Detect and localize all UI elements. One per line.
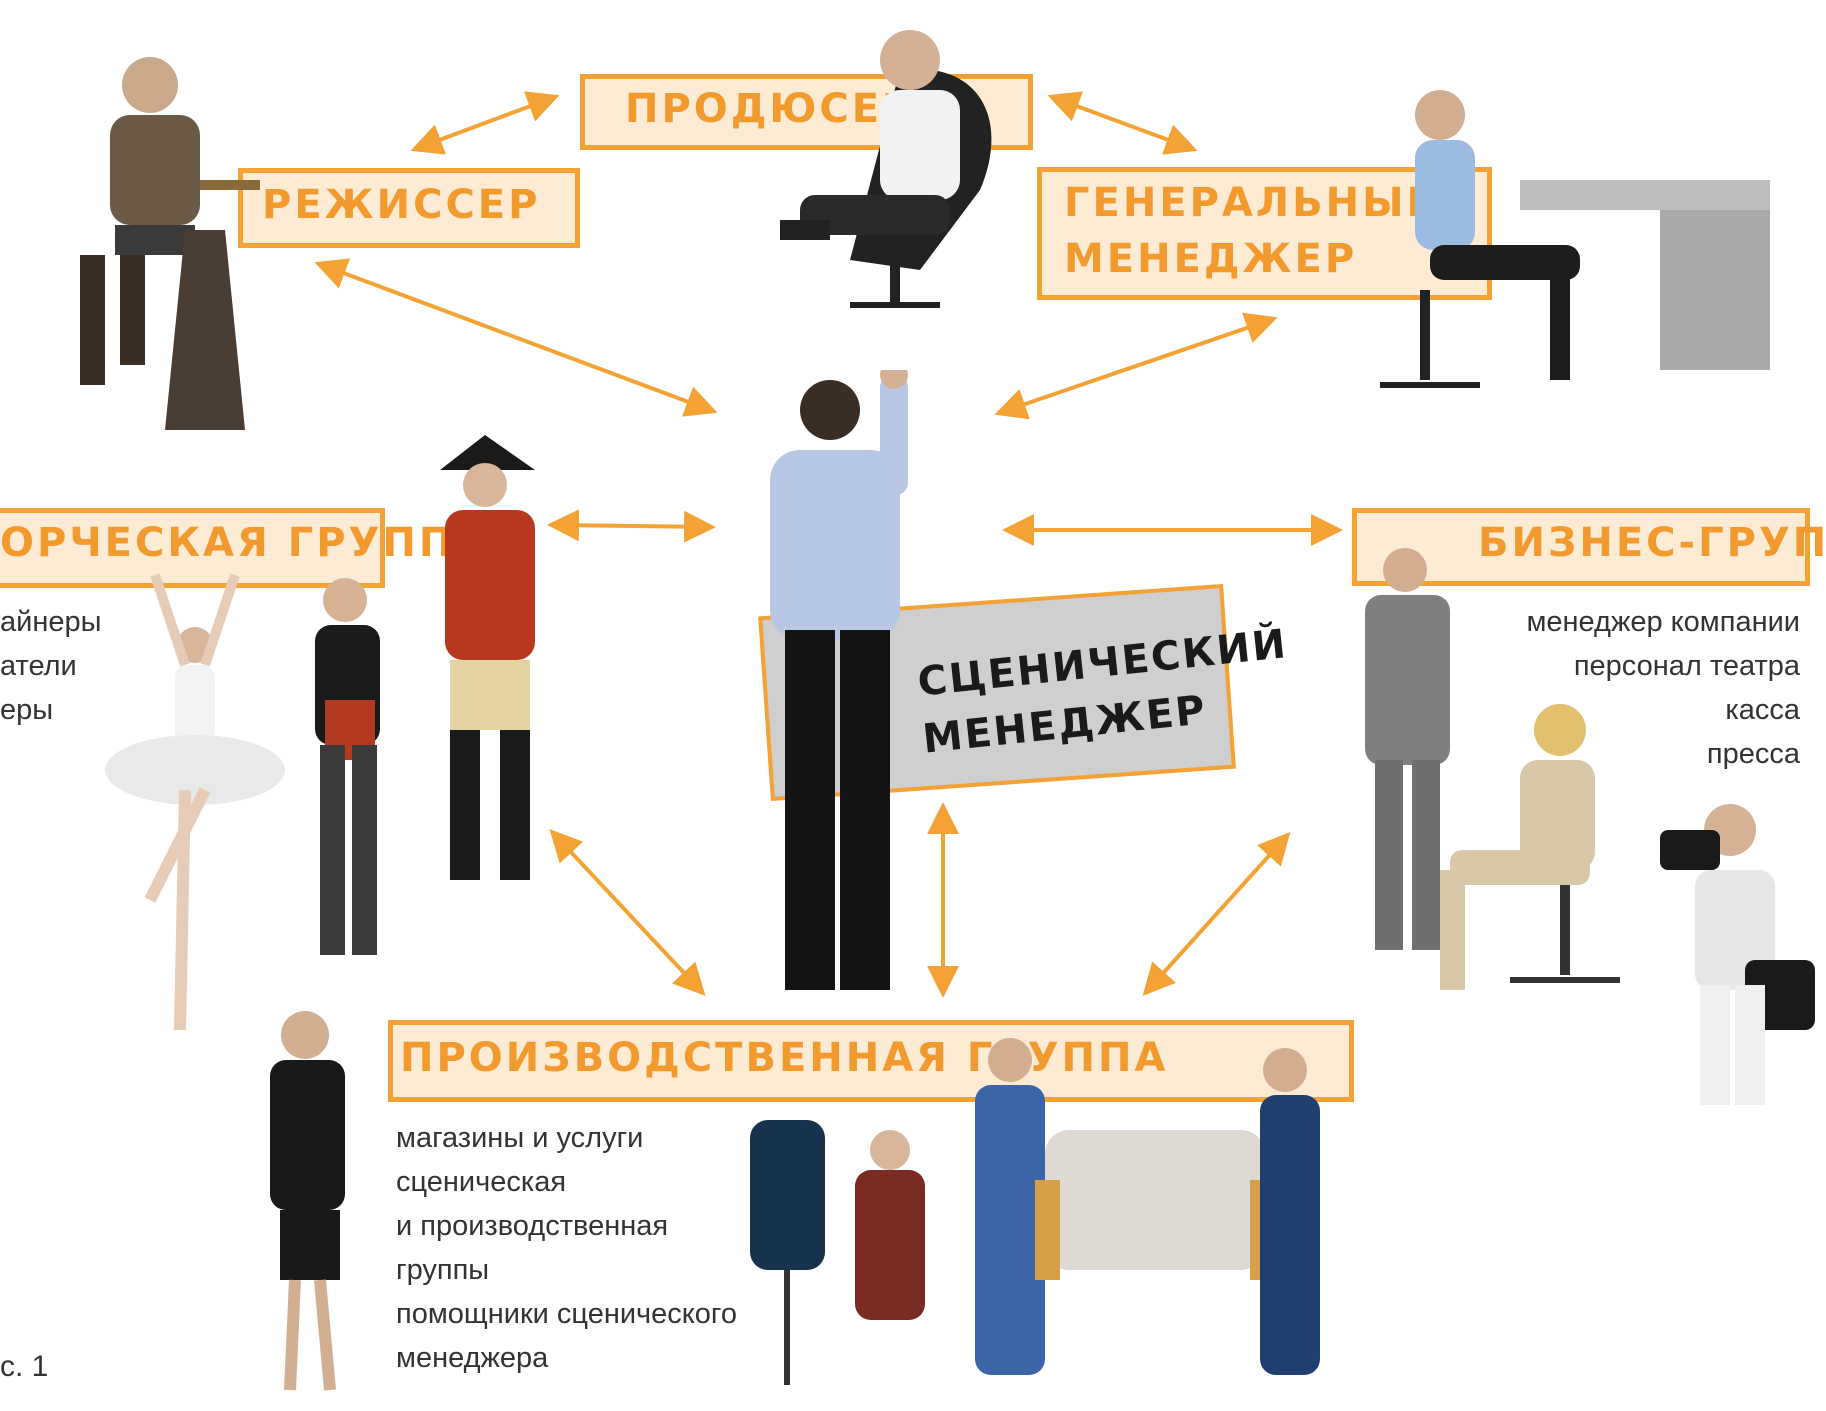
- production-group-box: [388, 1020, 1354, 1102]
- list-item: касса: [1725, 694, 1800, 726]
- arrow-creative-production: [549, 829, 706, 996]
- list-item: еры: [0, 694, 54, 726]
- arrow-director-producer: [410, 91, 560, 155]
- producer-label: ПРОДЮСЕР: [625, 86, 915, 132]
- movers-sofa-figure: [975, 1038, 1320, 1375]
- business-group-box: [1352, 508, 1810, 586]
- list-item: и производственная: [396, 1210, 669, 1242]
- list-item: менеджера: [396, 1342, 549, 1374]
- costumed-actor-figure: [440, 435, 535, 880]
- general-manager-label-2: МЕНЕДЖЕР: [1064, 236, 1358, 282]
- production-group-list: магазины и услуги сценическая и производ…: [396, 1116, 737, 1380]
- list-item: айнеры: [0, 606, 102, 638]
- general-manager-label-1: ГЕНЕРАЛЬНЫЙ: [1064, 180, 1443, 226]
- actress-figure: [315, 578, 380, 955]
- ballerina-figure: [105, 573, 285, 1031]
- seated-woman-figure: [1440, 704, 1620, 990]
- woman-in-suit-figure: [270, 1011, 345, 1391]
- list-item: сценическая: [396, 1166, 567, 1198]
- list-item: пресса: [1706, 738, 1800, 770]
- businessman-figure: [1365, 548, 1450, 950]
- production-group-label: ПРОИЗВОДСТВЕННАЯ ГРУППА: [400, 1035, 1169, 1081]
- general-manager-figure: [1380, 90, 1770, 388]
- arrow-gm-center: [994, 312, 1278, 420]
- creative-group-box: [0, 508, 385, 588]
- director-box: [238, 168, 580, 248]
- business-group-list: менеджер компании персонал театра касса …: [1420, 600, 1800, 776]
- arrow-director-center: [314, 258, 718, 417]
- photographer-figure: [1660, 804, 1815, 1105]
- list-item: персонал театра: [1573, 650, 1800, 682]
- business-group-label: БИЗНЕС-ГРУППА: [1478, 520, 1826, 566]
- list-item: менеджер компании: [1526, 606, 1800, 638]
- arrow-creative-center: [547, 509, 716, 543]
- list-item: группы: [396, 1254, 490, 1286]
- stage-manager-figure: [770, 370, 908, 990]
- list-item: магазины и услуги: [396, 1122, 644, 1154]
- creative-group-list: айнеры атели еры: [0, 600, 101, 732]
- director-figure: [80, 57, 260, 430]
- arrow-producer-gm: [1047, 91, 1198, 155]
- list-item: помощники сценического: [396, 1298, 737, 1330]
- producer-figure: [780, 30, 992, 308]
- seamstress-figure: [750, 1120, 925, 1385]
- list-item: атели: [0, 650, 77, 682]
- arrow-business-production: [1142, 832, 1291, 996]
- director-label: РЕЖИССЕР: [262, 182, 541, 228]
- creative-group-label: ОРЧЕСКАЯ ГРУППА: [0, 520, 490, 566]
- figure-caption: с. 1: [0, 1350, 49, 1383]
